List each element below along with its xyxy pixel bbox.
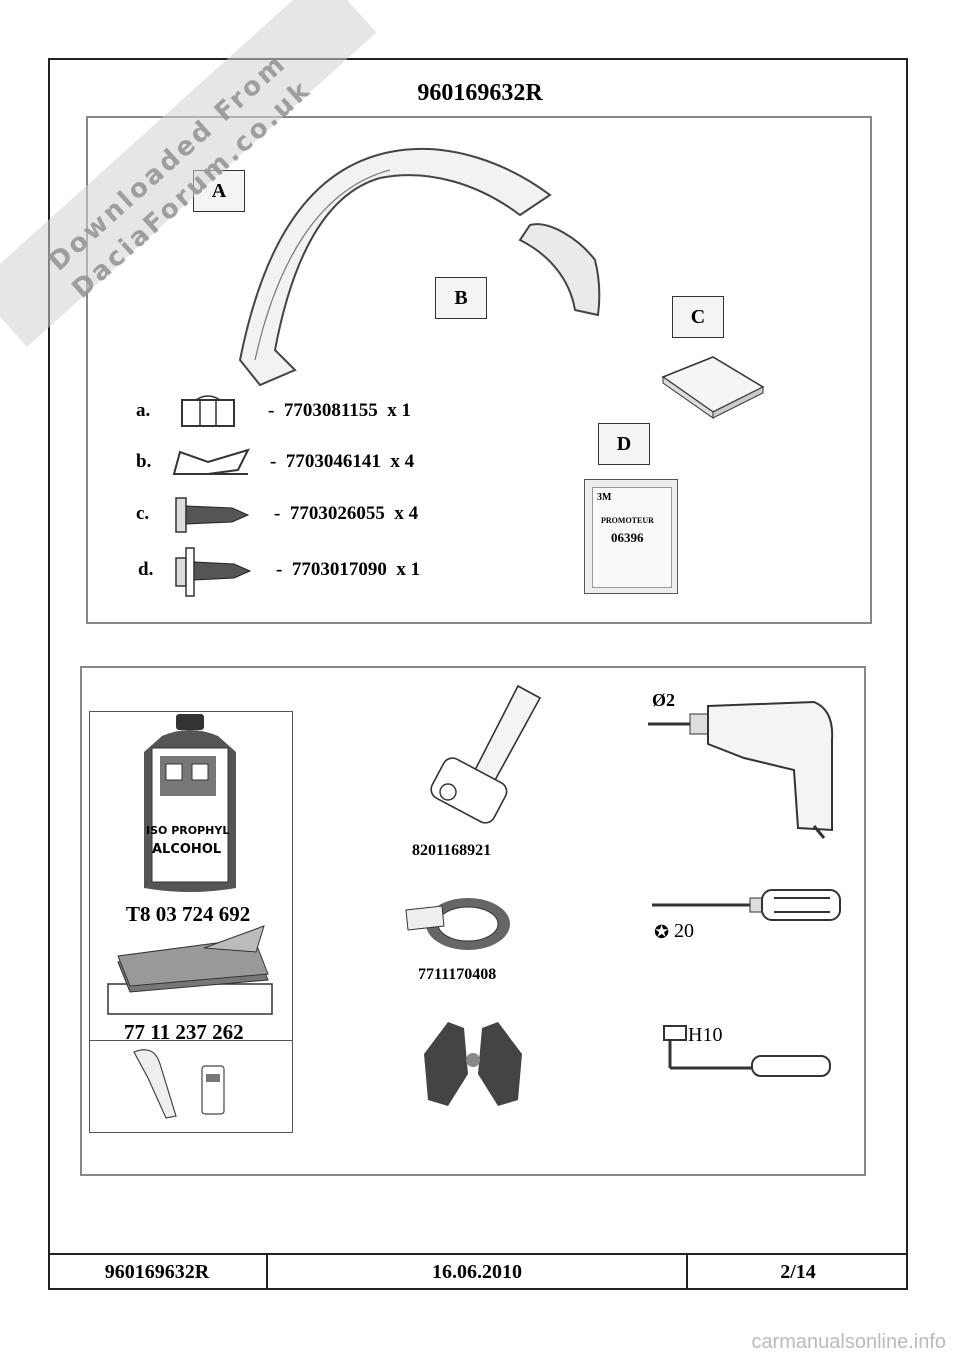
nut-icon <box>181 395 235 427</box>
row-letter-c: c. <box>136 503 150 524</box>
bottle-label-line1: ISO PROPHYL <box>146 824 230 837</box>
row-letter-b: b. <box>136 451 152 472</box>
part-label-c: C <box>672 296 724 338</box>
pad-booklet-illustration <box>661 356 765 419</box>
row-letter-d: d. <box>138 559 154 580</box>
consumables-divider <box>89 1040 293 1041</box>
alcohol-bottle-illustration <box>144 714 236 892</box>
drill-bit-label: Ø2 <box>652 690 676 710</box>
roller-tool-illustration <box>430 684 542 824</box>
consumables-box <box>89 711 293 1133</box>
site-watermark: carmanualsonline.info <box>751 1331 946 1353</box>
promoter-package: 3M PROMOTEUR 06396 <box>584 479 678 594</box>
part-label-b: B <box>435 277 487 319</box>
washer-screw-icon <box>175 547 252 597</box>
document-title: 960169632R <box>417 80 543 106</box>
gloves-illustration <box>424 1022 522 1106</box>
torx-icon: ✪ <box>654 922 670 943</box>
row-text-a: - 7703081155 x 1 <box>268 400 412 421</box>
promoter-brand: 3M <box>597 492 612 503</box>
screwdriver-illustration <box>652 889 841 921</box>
part-label-a: A <box>193 170 245 212</box>
footer-date: 16.06.2010 <box>268 1255 688 1290</box>
wheel-arch-illustration <box>238 148 601 387</box>
parts-panel <box>86 116 872 624</box>
footer: 960169632R 16.06.2010 2/14 <box>48 1253 908 1290</box>
part-label-d: D <box>598 423 650 465</box>
roller-part-number: 8201168921 <box>412 842 492 859</box>
tools-panel <box>80 666 866 1176</box>
footer-page: 2/14 <box>780 1261 816 1283</box>
row-text-c: - 7703026055 x 4 <box>274 503 419 524</box>
hex-key-size: H10 <box>688 1024 723 1046</box>
drill-illustration <box>648 700 834 839</box>
bottle-part-number: T8 03 724 692 <box>126 902 251 926</box>
tape-roll-illustration <box>405 898 510 950</box>
clip-icon <box>172 448 250 475</box>
page-frame <box>48 58 908 1290</box>
promoter-label: PROMOTEUR <box>601 516 654 525</box>
screw-icon <box>175 497 250 533</box>
footer-ref: 960169632R <box>48 1255 268 1290</box>
row-letter-a: a. <box>136 400 151 421</box>
hex-key-illustration <box>663 1025 831 1077</box>
tape-part-number: 7711170408 <box>418 966 497 983</box>
row-text-b: - 7703046141 x 4 <box>270 451 415 472</box>
bottle-label-line2: ALCOHOL <box>152 842 222 857</box>
wipe-hand-illustration <box>133 1049 225 1119</box>
promoter-code: 06396 <box>611 530 644 545</box>
row-text-d: - 7703017090 x 1 <box>276 559 421 580</box>
cloths-part-number: 77 11 237 262 <box>124 1020 244 1044</box>
screwdriver-size: 20 <box>674 920 694 942</box>
cleaning-cloths-illustration <box>107 925 273 1015</box>
